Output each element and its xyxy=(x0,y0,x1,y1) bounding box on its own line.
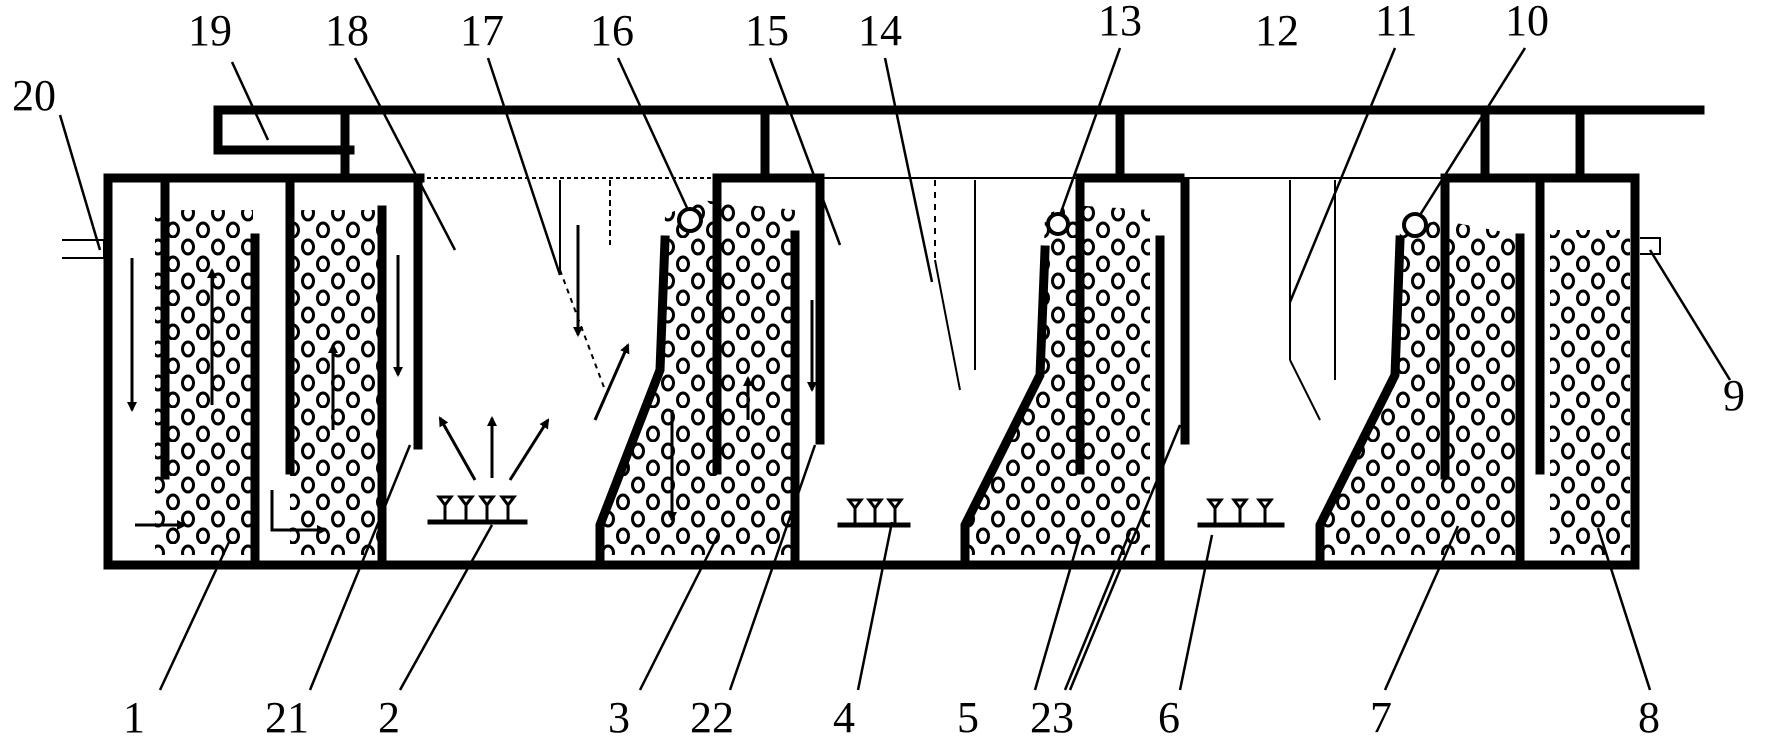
leader-lines xyxy=(58,47,1732,691)
media-zone-1 xyxy=(155,210,253,555)
label-22: 22 xyxy=(690,693,734,742)
label-16: 16 xyxy=(590,6,634,55)
part-labels: 20 19 18 17 16 15 14 13 12 11 10 9 1 21 … xyxy=(12,0,1745,742)
aerator-6 xyxy=(1197,498,1285,528)
label-2: 2 xyxy=(378,693,400,742)
media-zone-3 xyxy=(600,200,795,555)
flow-arrows xyxy=(127,225,817,535)
label-8: 8 xyxy=(1638,693,1660,742)
label-4: 4 xyxy=(833,693,855,742)
label-10: 10 xyxy=(1505,0,1549,45)
media-zone-21 xyxy=(290,210,380,555)
label-13: 13 xyxy=(1098,0,1142,45)
label-3: 3 xyxy=(608,693,630,742)
tank-structure xyxy=(103,173,1640,570)
nozzles xyxy=(62,237,1661,259)
aerators xyxy=(427,495,1285,528)
label-7: 7 xyxy=(1370,693,1392,742)
media-zone-7 xyxy=(1320,220,1520,555)
aerator-2 xyxy=(427,495,528,525)
media-zone-8 xyxy=(1550,230,1630,555)
label-1: 1 xyxy=(123,693,145,742)
label-18: 18 xyxy=(325,6,369,55)
label-17: 17 xyxy=(460,6,504,55)
float-ball-16 xyxy=(677,207,703,233)
label-15: 15 xyxy=(745,6,789,55)
float-ball-10 xyxy=(1402,212,1428,238)
label-6: 6 xyxy=(1158,693,1180,742)
media-zone-5 xyxy=(965,205,1150,555)
label-9: 9 xyxy=(1723,371,1745,420)
float-balls xyxy=(677,207,1428,238)
float-ball-13 xyxy=(1046,212,1070,236)
aerator-4 xyxy=(837,498,911,528)
gas-collection-pipe xyxy=(213,105,1705,180)
label-20: 20 xyxy=(12,71,56,120)
label-19: 19 xyxy=(188,6,232,55)
label-11: 11 xyxy=(1375,0,1417,45)
filter-media xyxy=(155,200,1630,555)
label-21: 21 xyxy=(265,693,309,742)
label-14: 14 xyxy=(858,6,902,55)
label-5: 5 xyxy=(957,693,979,742)
label-23: 23 xyxy=(1030,693,1074,742)
label-12: 12 xyxy=(1255,6,1299,55)
